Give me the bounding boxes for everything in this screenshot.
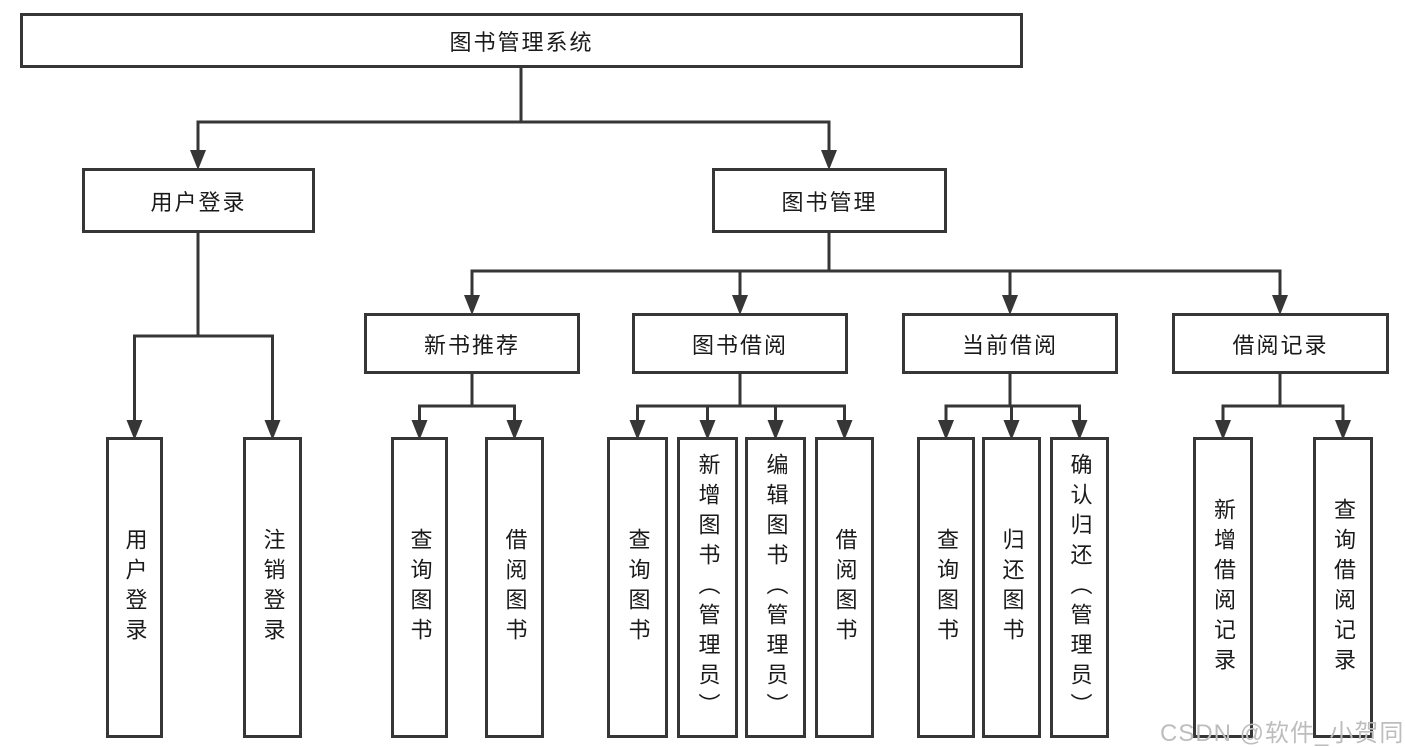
arrow-down-icon xyxy=(821,122,837,170)
node-label: 图书管理系统 xyxy=(449,29,594,55)
node-current-borrow: 当前借阅 xyxy=(902,313,1118,374)
node-label: 新书推荐 xyxy=(423,332,520,358)
leaf-logout: 注销登录 xyxy=(243,437,302,738)
node-new-book-recommend: 新书推荐 xyxy=(364,313,580,374)
node-label: 当前借阅 xyxy=(961,332,1058,358)
node-book-management: 图书管理 xyxy=(712,168,947,233)
leaf-edit-book-admin: 编辑图书（管理员） xyxy=(745,437,806,738)
arrow-down-icon xyxy=(1002,271,1018,315)
leaf-add-book-admin: 新增图书（管理员） xyxy=(677,437,738,738)
watermark: CSDN @软件_小贺同学 xyxy=(1160,720,1405,747)
arrow-down-icon xyxy=(699,406,716,440)
arrow-down-icon xyxy=(1335,406,1351,440)
node-label: 查询借阅记录 xyxy=(1331,497,1356,678)
node-label: 借阅图书 xyxy=(502,527,528,648)
arrow-down-icon xyxy=(836,406,853,440)
node-label: 确认归还（管理员） xyxy=(1067,452,1093,723)
connector-lines xyxy=(133,66,1345,408)
node-label: 编辑图书（管理员） xyxy=(763,452,789,723)
arrow-down-icon xyxy=(190,122,206,170)
leaf-query-borrow-record: 查询借阅记录 xyxy=(1313,437,1373,738)
node-label: 图书管理 xyxy=(781,189,878,215)
arrow-down-icon xyxy=(506,406,523,440)
arrow-down-icon xyxy=(1215,406,1231,440)
arrow-down-icon xyxy=(264,336,281,440)
leaf-query-book-current: 查询图书 xyxy=(917,437,975,738)
node-label: 查询图书 xyxy=(625,527,651,648)
node-label: 归还图书 xyxy=(999,527,1025,648)
node-label: 新增图书（管理员） xyxy=(695,452,721,723)
node-label: 借阅记录 xyxy=(1232,332,1329,358)
arrow-down-icon xyxy=(126,336,143,440)
arrow-down-icon xyxy=(629,406,646,440)
node-user-login-branch: 用户登录 xyxy=(82,168,315,233)
arrow-down-icon xyxy=(411,406,428,440)
node-label: 借阅图书 xyxy=(832,527,858,648)
node-label: 用户登录 xyxy=(122,527,148,648)
leaf-borrow-book: 借阅图书 xyxy=(815,437,874,738)
leaf-confirm-return-admin: 确认归还（管理员） xyxy=(1050,437,1109,738)
arrow-down-icon xyxy=(732,271,748,315)
node-label: 新增借阅记录 xyxy=(1211,497,1236,678)
leaf-add-borrow-record: 新增借阅记录 xyxy=(1193,437,1253,738)
leaf-query-book-borrow: 查询图书 xyxy=(607,437,668,738)
arrow-down-icon xyxy=(938,406,954,440)
connector-arrows xyxy=(126,122,1351,440)
node-label: 查询图书 xyxy=(407,527,433,648)
arrow-down-icon xyxy=(1003,406,1020,440)
arrow-down-icon xyxy=(464,271,480,315)
leaf-return-book: 归还图书 xyxy=(982,437,1041,738)
arrow-down-icon xyxy=(1272,271,1288,315)
node-book-borrow: 图书借阅 xyxy=(632,313,848,374)
node-label: 注销登录 xyxy=(260,527,286,648)
arrow-down-icon xyxy=(767,406,784,440)
node-borrow-records: 借阅记录 xyxy=(1172,313,1389,374)
leaf-user-login: 用户登录 xyxy=(106,437,163,738)
node-label: 查询图书 xyxy=(934,527,959,648)
node-label: 用户登录 xyxy=(150,189,247,215)
leaf-borrow-book-recommend: 借阅图书 xyxy=(485,437,544,738)
arrow-down-icon xyxy=(1071,406,1088,440)
node-root: 图书管理系统 xyxy=(20,13,1023,68)
leaf-query-book-recommend: 查询图书 xyxy=(391,437,448,738)
node-label: 图书借阅 xyxy=(691,332,788,358)
